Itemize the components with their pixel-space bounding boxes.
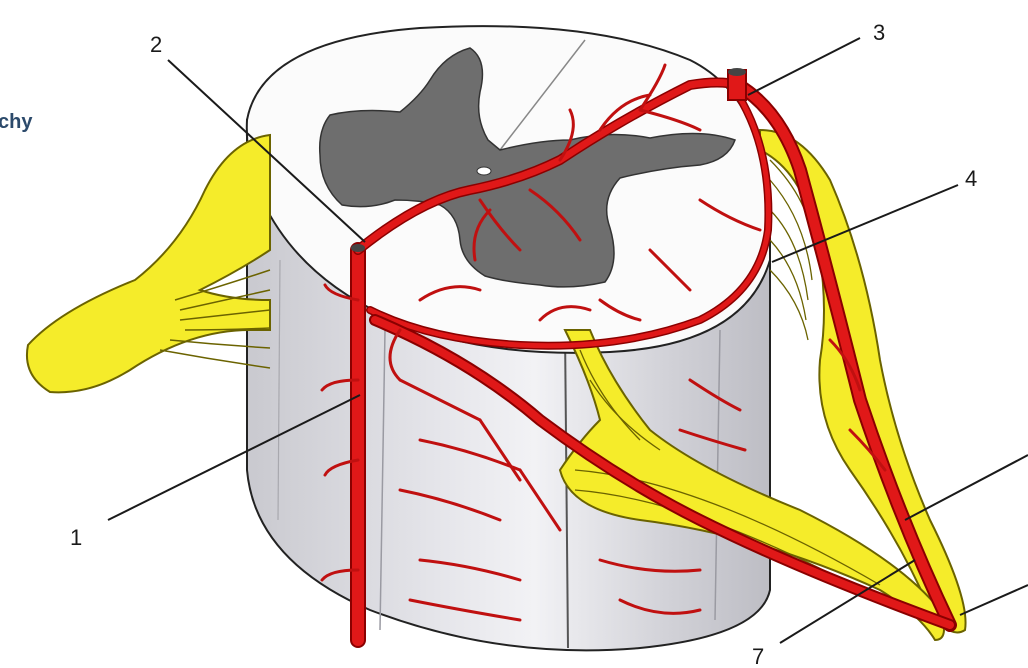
leader-line-4	[772, 185, 958, 262]
left-spinal-nerve	[27, 135, 270, 392]
label-4: 4	[965, 166, 977, 191]
label-1: 1	[70, 525, 82, 550]
label-3: 3	[873, 20, 885, 45]
leader-line-5	[905, 455, 1028, 520]
label-2: 2	[150, 32, 162, 57]
leader-line-6	[960, 585, 1028, 615]
leader-line-3	[748, 38, 860, 95]
central-canal	[477, 167, 491, 175]
cropped-caption-text: chy	[0, 111, 33, 133]
label-7: 7	[752, 644, 764, 668]
